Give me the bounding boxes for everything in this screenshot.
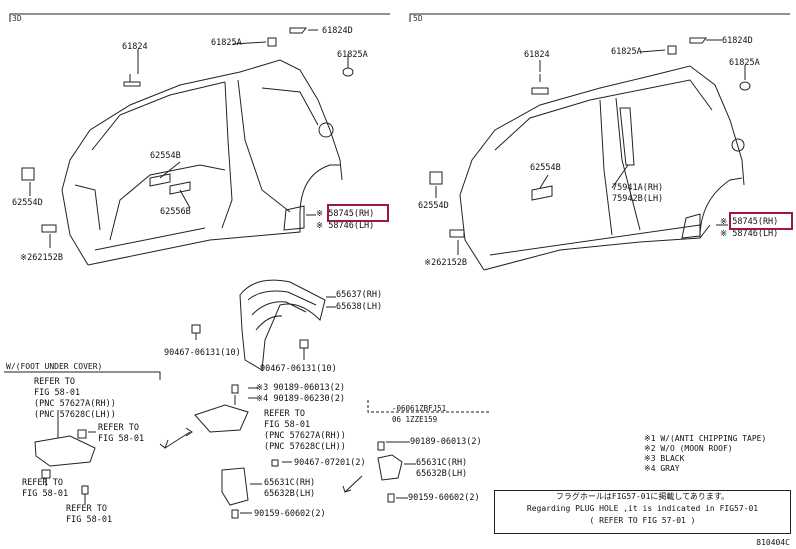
part-label[interactable]: 62554B [530,163,561,173]
legend: ※1 W/(ANTI CHIPPING TAPE) ※2 W/O (MOON R… [644,434,766,474]
section-frame-left [9,13,390,22]
part-label[interactable]: 61824 [524,50,550,60]
note-line-en: Regarding PLUG HOLE ,it is indicated in … [526,504,759,513]
part-label-highlighted[interactable]: ※ 58745(RH) [316,209,375,219]
section-frame-right [409,13,790,22]
part-label[interactable]: 90467-06131(10) [164,348,241,358]
refer-text: REFER TO [98,423,139,433]
legend-item: ※1 W/(ANTI CHIPPING TAPE) [644,434,767,443]
legend-item: ※4 GRAY [644,464,680,473]
part-label[interactable]: ※4 90189-06230(2) [256,394,346,404]
part-label[interactable]: 90467-06131(10) [260,364,337,374]
refer-text: REFER TO [34,377,75,387]
part-label[interactable]: ※3 90189-06013(2) [256,383,346,393]
section-label-5d: 5D [413,14,423,23]
part-label[interactable]: ※262152B [20,253,63,263]
part-label[interactable]: ※ 58746(LH) [316,221,375,231]
part-label[interactable]: 65631C(RH) [416,458,468,468]
part-label[interactable]: 75941A(RH) [612,183,664,193]
part-label[interactable]: ※262152B [424,258,467,268]
part-label[interactable]: 65638(LH) [336,302,383,312]
part-label[interactable]: 62554B [150,151,181,161]
highlight-box-58745-right [729,212,793,230]
refer-text: REFER TO [264,409,305,419]
part-label[interactable]: 62554D [418,201,449,211]
refer-text: (PNC 57627A(RH)) [264,431,346,441]
legend-item: ※2 W/O (MOON ROOF) [644,444,733,453]
highlight-box-58745-left [327,204,389,222]
note-line-refer[interactable]: ( REFER TO FIG 57-01 ) [589,516,696,525]
part-label[interactable]: 61825A [611,47,642,57]
fender-liner [239,279,326,371]
part-label[interactable]: 61825A [337,50,368,60]
refer-text: (PNC 57628C(LH)) [34,410,116,420]
refer-text: (PNC 57628C(LH)) [264,442,346,452]
part-label[interactable]: 61825A [211,38,242,48]
part-label[interactable]: 62554D [12,198,43,208]
refer-text[interactable]: FIG 58-01 [34,388,81,398]
plug-hole-note: フラグホールはFIG57-01に掲載してあります。 Regarding PLUG… [494,490,791,534]
note-line-ja: フラグホールはFIG57-01に掲載してあります。 [555,492,730,501]
part-label-highlighted[interactable]: ※ 58745(RH) [720,217,779,227]
body-side-5d [459,65,745,271]
refer-text: REFER TO [22,478,63,488]
refer-text: REFER TO [66,504,107,514]
part-label[interactable]: 90467-07201(2) [294,458,366,468]
part-label[interactable]: 90189-06013(2) [410,437,482,447]
refer-text[interactable]: FIG 58-01 [66,515,113,525]
part-label[interactable]: 61825A [729,58,760,68]
part-label[interactable]: 90159-60602(2) [254,509,326,519]
date-range-label: -06061ZBFJ51 [392,404,447,413]
figure-code: 810404C [756,538,790,547]
part-label[interactable]: 61824D [322,26,353,36]
part-label[interactable]: 90159-60602(2) [408,493,480,503]
refer-text[interactable]: FIG 58-01 [22,489,69,499]
legend-item: ※3 BLACK [644,454,685,463]
inset-title: W/(FOOT UNDER COVER) [6,362,103,371]
refer-text[interactable]: FIG 58-01 [98,434,145,444]
part-label[interactable]: 61824 [122,42,148,52]
part-label[interactable]: 62556B [160,207,191,217]
part-label[interactable]: 65631C(RH) [264,478,316,488]
section-label-3d: 3D [12,14,22,23]
refer-text: (PNC 57627A(RH)) [34,399,116,409]
part-label[interactable]: 65632B(LH) [416,469,468,479]
body-side-3d [61,59,343,266]
part-label[interactable]: ※ 58746(LH) [720,229,779,239]
part-label[interactable]: 75942B(LH) [612,194,664,204]
part-label[interactable]: 61824D [722,36,753,46]
part-label[interactable]: 65637(RH) [336,290,383,300]
part-label[interactable]: 65632B(LH) [264,489,316,499]
date-range-label: 06 1ZZE159 [392,415,438,424]
refer-text[interactable]: FIG 58-01 [264,420,311,430]
